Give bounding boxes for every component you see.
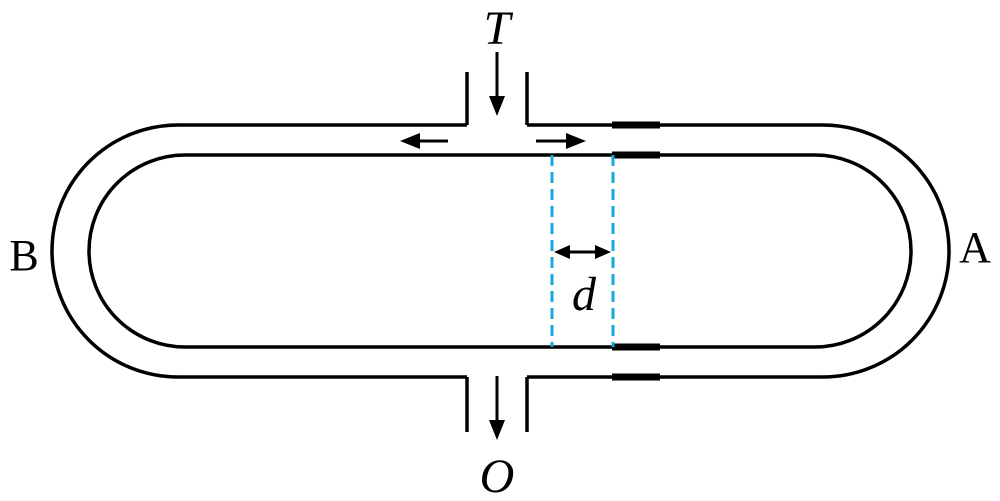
label-left-end: B [9, 231, 38, 280]
outer-tube-wall-right [527, 123, 951, 379]
label-right-end: A [959, 223, 991, 272]
displacement-arrow-head-right [595, 245, 611, 259]
label-displacement: d [572, 268, 597, 321]
label-output-port: O [480, 450, 515, 501]
outlet-arrow-head [489, 420, 505, 440]
inner-tube-wall [87, 153, 913, 349]
flow-arrow-left-head [400, 133, 420, 149]
inlet-arrow-head [489, 96, 505, 116]
flow-arrow-right-head [566, 133, 586, 149]
displacement-arrow-head-left [554, 245, 570, 259]
label-input-port: T [484, 2, 514, 55]
outer-tube-wall [50, 123, 467, 379]
